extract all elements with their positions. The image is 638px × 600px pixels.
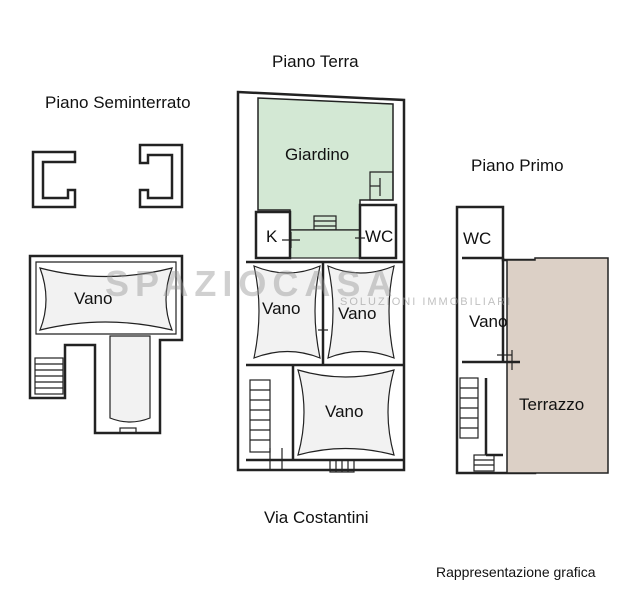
floor-label-seminterrato: Piano Seminterrato (45, 93, 191, 112)
room-label-terrazzo: Terrazzo (519, 395, 585, 414)
room-label-vano-terra-bottom: Vano (325, 402, 364, 421)
room-label-vano-terra-left: Vano (262, 299, 301, 318)
caption-label: Rappresentazione grafica (436, 564, 596, 580)
room-label-wc-terra: WC (365, 227, 394, 246)
room-label-kitchen: K (266, 227, 278, 246)
room-label-vano-seminterrato: Vano (74, 289, 113, 308)
floor-label-terra: Piano Terra (272, 52, 359, 71)
room-label-vano-primo: Vano (469, 312, 508, 331)
terrace-area (506, 257, 609, 474)
piano-seminterrato-plan (28, 143, 184, 435)
piano-terra-plan (236, 90, 406, 473)
room-label-wc-primo: WC (463, 229, 492, 248)
street-label: Via Costantini (264, 508, 369, 527)
piano-primo-plan (455, 205, 609, 475)
room-label-giardino: Giardino (285, 145, 350, 164)
stairs-primo (459, 377, 495, 472)
room-label-vano-terra-right: Vano (338, 304, 377, 323)
floor-label-primo: Piano Primo (471, 156, 564, 175)
stairs-terra (249, 379, 271, 453)
stairs-seminterrato (34, 357, 64, 395)
garden-area (257, 97, 394, 231)
